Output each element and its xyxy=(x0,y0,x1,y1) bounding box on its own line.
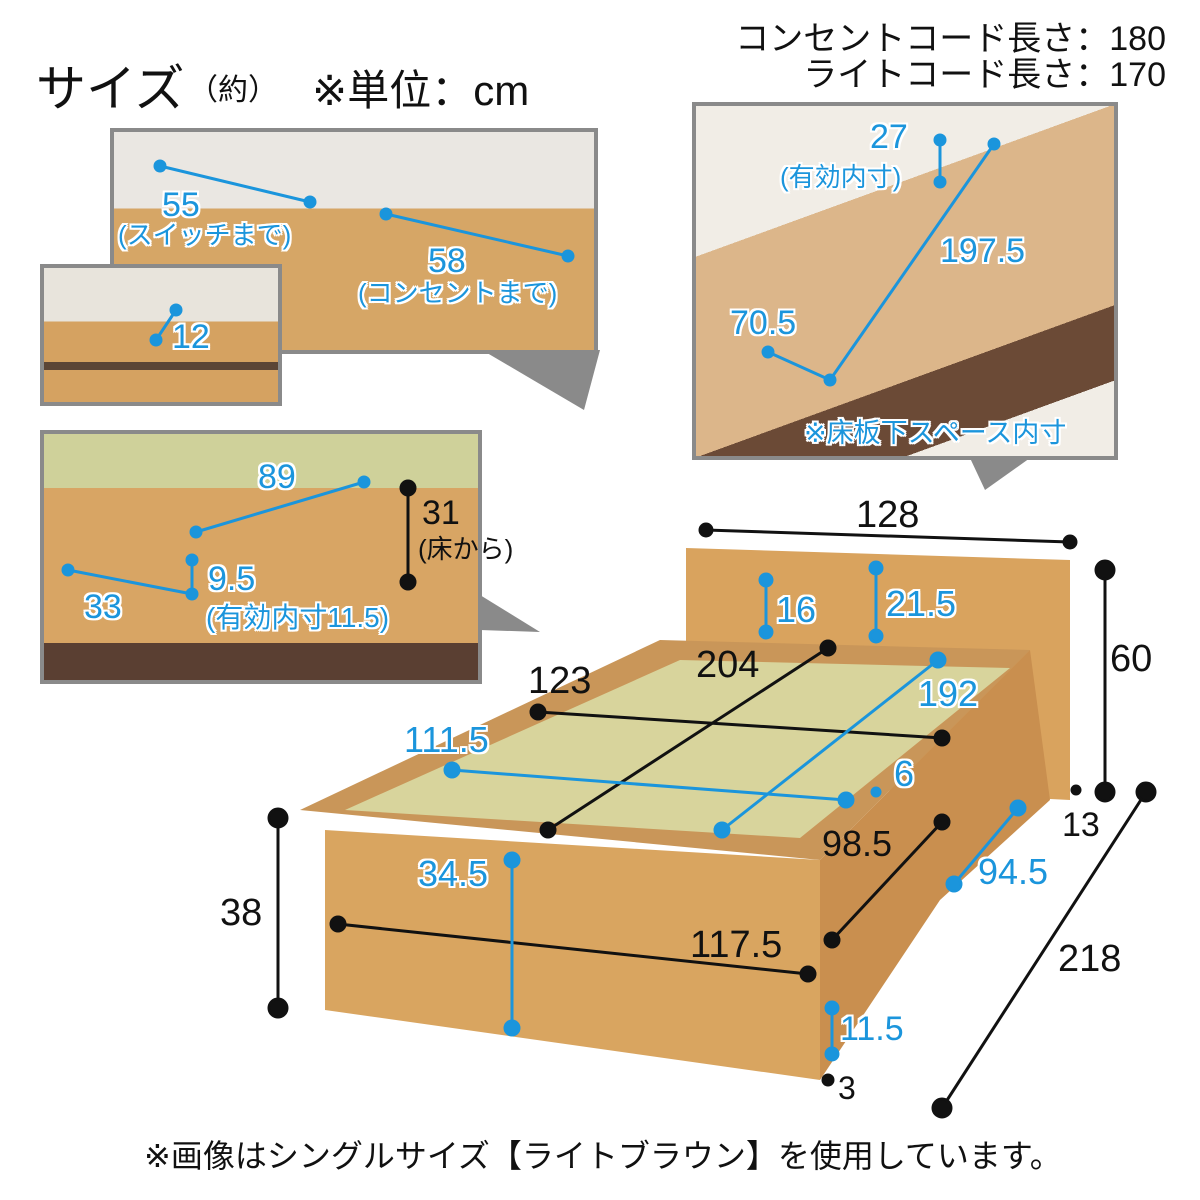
drawer-length: 98.5 xyxy=(822,823,893,864)
bed-width: 128 xyxy=(856,494,920,536)
drawer-side-value: 33 xyxy=(84,588,122,626)
storage-callout-pointer xyxy=(970,458,1030,490)
outlet-height-note: (コンセントまで) xyxy=(358,278,558,308)
bed-length: 204 xyxy=(696,644,760,686)
foot-height: 3 xyxy=(838,1070,856,1106)
headboard-inner-height: 16 xyxy=(776,589,817,630)
drawer-height-note: (有効内寸11.5) xyxy=(206,602,390,633)
side-height: 34.5 xyxy=(418,853,489,894)
switch-height-value: 55 xyxy=(162,186,200,224)
storage-note: ※床板下スペース内寸 xyxy=(804,418,1067,448)
total-length: 218 xyxy=(1058,938,1122,980)
bed-side-right xyxy=(820,650,1050,1080)
bed-side-front xyxy=(325,830,820,1080)
under-clearance: 11.5 xyxy=(840,1010,904,1048)
inner-width: 123 xyxy=(528,660,592,702)
switch-height-note: (スイッチまで) xyxy=(118,220,292,250)
storage-photo xyxy=(692,102,1118,460)
frame-width: 117.5 xyxy=(690,924,783,966)
headboard-depth: 13 xyxy=(1062,806,1100,844)
outlet-cord-length: コンセントコード長さ：180 xyxy=(735,20,1166,58)
floor-height: 38 xyxy=(220,892,263,934)
drawer-floor-line xyxy=(399,479,417,591)
light-cord-length: ライトコード長さ：170 xyxy=(803,56,1166,94)
mattress-length: 192 xyxy=(918,673,979,714)
headboard-callout-pointer xyxy=(482,350,600,410)
black-dimension-lines xyxy=(267,522,1157,1119)
drawer-height-value: 9.5 xyxy=(208,560,256,598)
footnote: ※画像はシングルサイズ【ライトブラウン】を使用しています。 xyxy=(144,1138,1062,1174)
drawer-floor-note: (床から) xyxy=(418,534,514,564)
headboard-outer-height: 21.5 xyxy=(886,583,957,624)
drawer-depth-value: 89 xyxy=(258,458,296,496)
unit-note: ※単位：cm xyxy=(312,67,530,114)
storage-length-value: 197.5 xyxy=(940,232,1026,270)
title: サイズ xyxy=(36,61,185,117)
drawer-callout-pointer xyxy=(480,595,540,632)
storage-width-value: 70.5 xyxy=(730,304,797,342)
blue-dimension-lines xyxy=(61,133,1027,1062)
headboard-height: 60 xyxy=(1110,638,1153,680)
frame-gap: 6 xyxy=(894,753,915,794)
outlet-height-value: 58 xyxy=(428,242,466,280)
drawer-floor-value: 31 xyxy=(422,494,460,532)
shelf-depth-value: 12 xyxy=(172,318,210,356)
title-approx: （約） xyxy=(188,74,278,107)
mattress-width: 111.5 xyxy=(404,719,489,760)
drawer-depth: 94.5 xyxy=(978,851,1049,892)
storage-height-value: 27 xyxy=(870,118,908,156)
storage-height-note: (有効内寸) xyxy=(780,162,902,192)
